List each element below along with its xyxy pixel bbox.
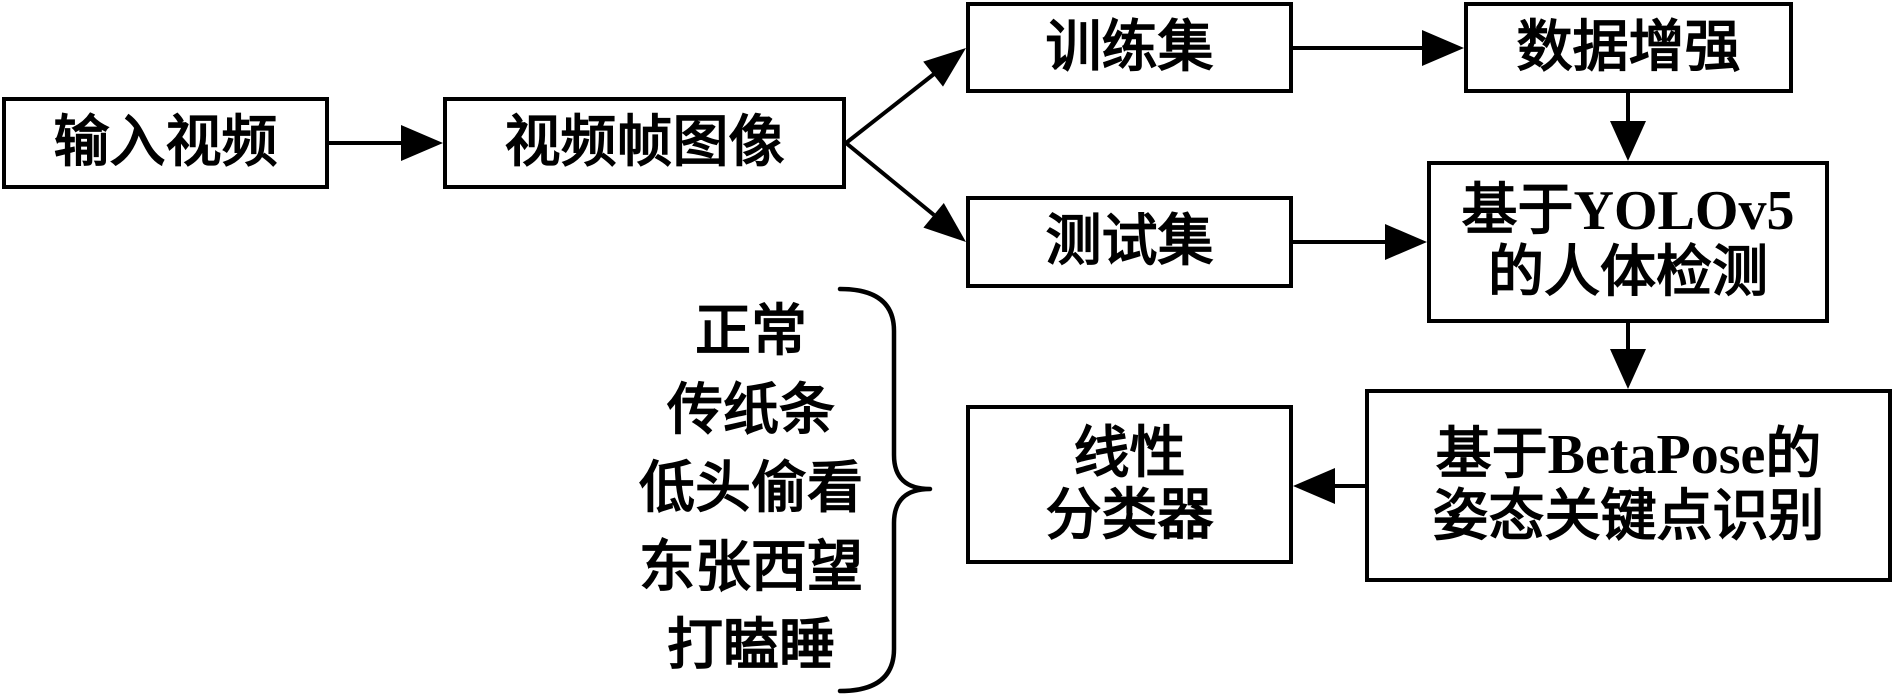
video-frames-label: 视频帧图像 <box>504 112 785 174</box>
train-set-label: 训练集 <box>1045 16 1214 79</box>
data-augmentation-label: 数据增强 <box>1516 16 1741 79</box>
train-set-box: 训练集 <box>966 2 1293 93</box>
betapose-keypoint-label-line-2: 姿态关键点识别 <box>1432 485 1825 548</box>
yolo-detection-label-line-1: 基于YOLOv5 <box>1461 180 1795 242</box>
arrow-frames-to-train <box>844 48 966 145</box>
arrow-frames-to-test <box>844 141 966 242</box>
class-label-passing-notes: 传纸条 <box>667 379 835 442</box>
linear-classifier-box: 线性 分类器 <box>966 405 1293 564</box>
arrow-betapose-to-classifier <box>1293 468 1365 504</box>
class-label-dozing: 打瞌睡 <box>667 615 835 677</box>
input-video-label: 输入视频 <box>53 112 278 174</box>
arrow-head <box>1610 349 1646 389</box>
linear-classifier-label-line-1: 线性 <box>1073 422 1186 485</box>
arrow-head <box>1293 468 1335 504</box>
data-augmentation-box: 数据增强 <box>1464 2 1793 93</box>
betapose-keypoint-box: 基于BetaPose的 姿态关键点识别 <box>1365 389 1892 582</box>
curly-brace <box>837 286 933 694</box>
class-label-looking-around: 东张西望 <box>639 536 863 599</box>
linear-classifier-label-line-2: 分类器 <box>1045 484 1214 547</box>
test-set-box: 测试集 <box>966 196 1293 288</box>
arrow-head <box>1610 121 1646 161</box>
yolo-detection-box: 基于YOLOv5 的人体检测 <box>1427 161 1829 323</box>
class-label-peeking-down: 低头偷看 <box>639 458 863 520</box>
arrow-train-to-augmentation <box>1293 30 1464 66</box>
arrow-augmentation-to-yolo <box>1610 93 1646 161</box>
arrow-head <box>1385 224 1427 260</box>
arrow-head <box>923 48 966 87</box>
arrow-head <box>401 125 443 161</box>
class-label-normal: 正常 <box>695 301 807 363</box>
arrow-input-to-frames <box>329 125 443 161</box>
arrow-head <box>923 203 966 242</box>
arrow-yolo-to-betapose <box>1610 323 1646 389</box>
test-set-label: 测试集 <box>1045 211 1214 273</box>
behavior-class-list: 正常 传纸条 低头偷看 东张西望 打瞌睡 <box>620 293 882 686</box>
yolo-detection-label-line-2: 的人体检测 <box>1488 242 1768 304</box>
arrow-shaft <box>844 141 936 217</box>
arrow-test-to-yolo <box>1293 224 1427 260</box>
betapose-keypoint-label-line-1: 基于BetaPose的 <box>1435 423 1822 486</box>
video-frames-box: 视频帧图像 <box>443 97 846 189</box>
arrow-head <box>1422 30 1464 66</box>
input-video-box: 输入视频 <box>2 97 329 189</box>
arrow-shaft <box>844 72 936 145</box>
